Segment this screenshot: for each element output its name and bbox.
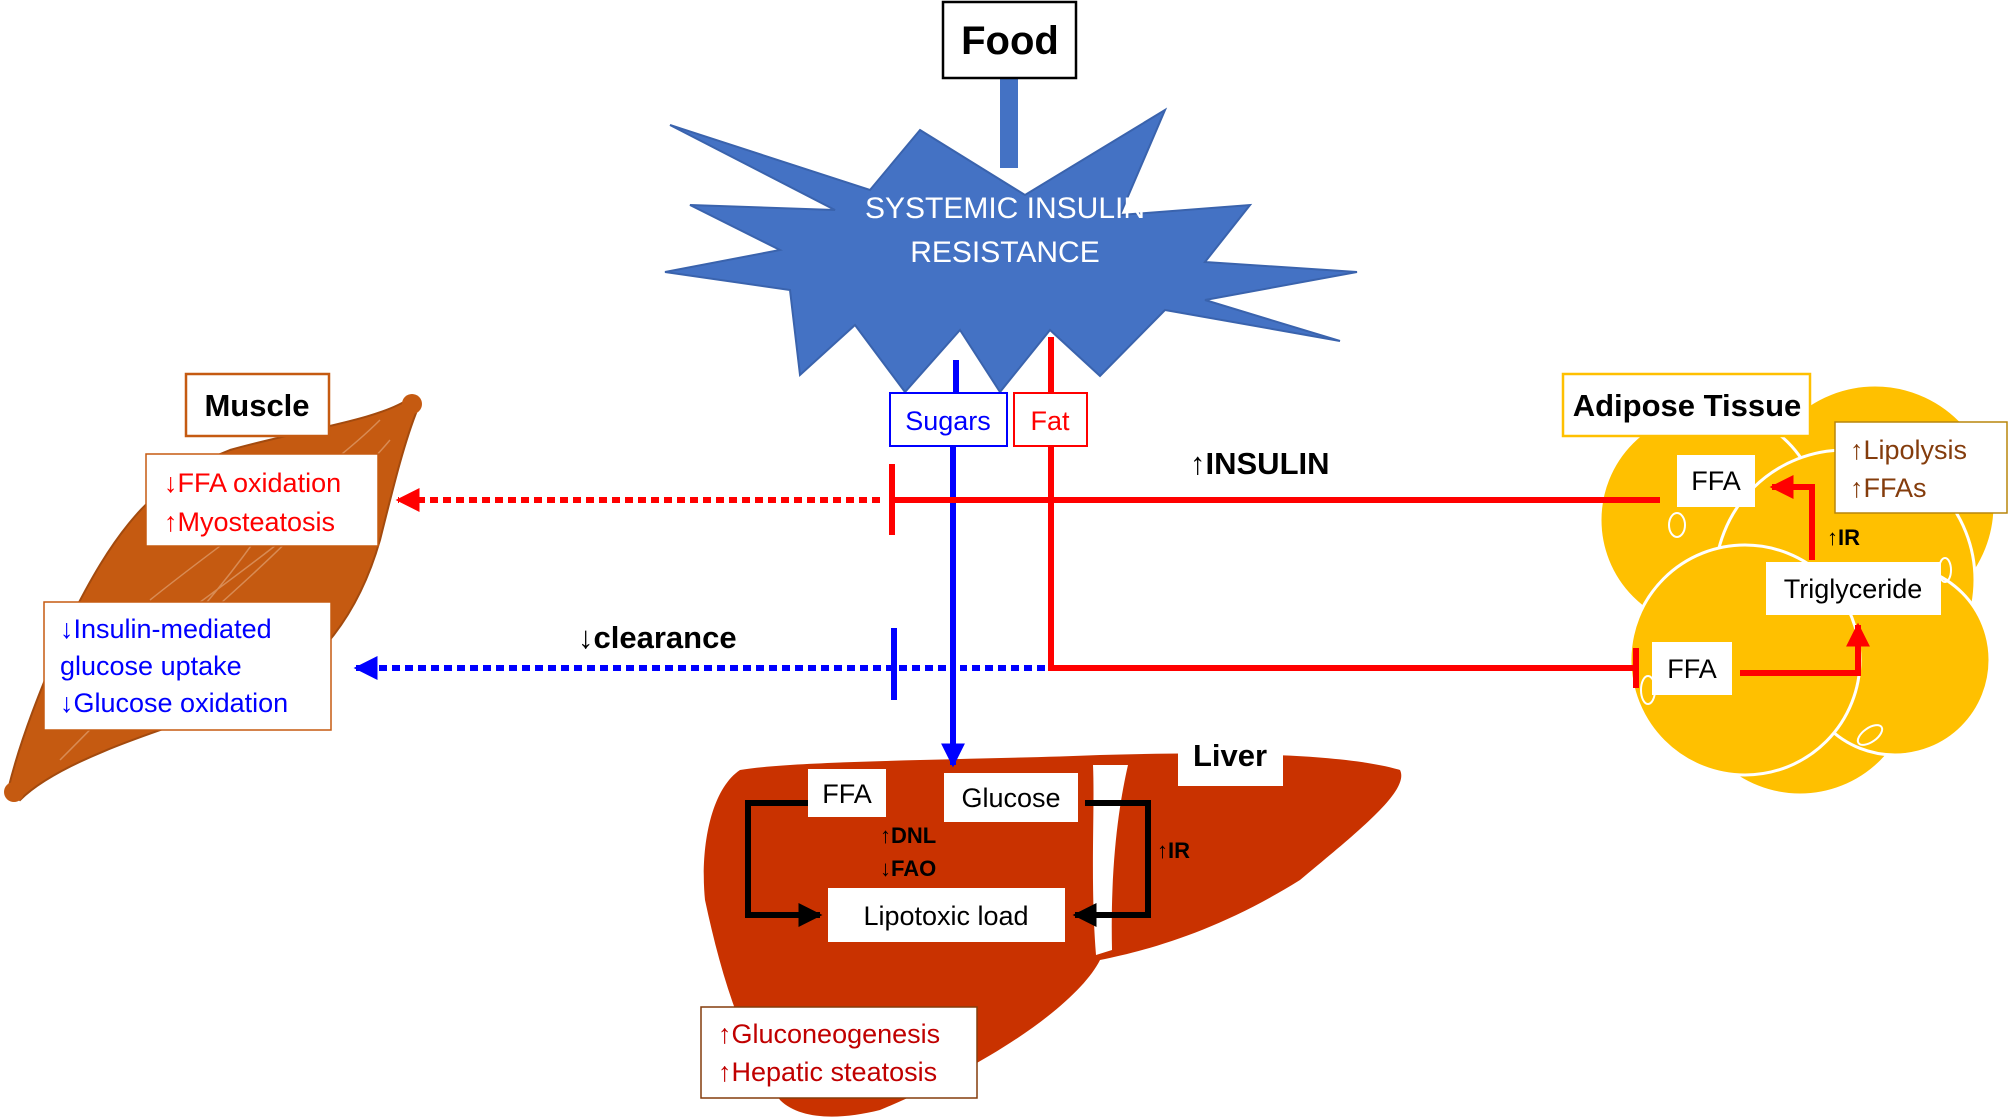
- muscle-glucose-box: [43, 601, 332, 731]
- muscle-myosteatosis: ↑Myosteatosis: [164, 507, 335, 537]
- muscle-title: Muscle: [204, 388, 309, 423]
- liver-ir: ↑IR: [1157, 838, 1190, 863]
- muscle-insulin-uptake-1: ↓Insulin-mediated: [60, 614, 272, 644]
- adipose-ffa-top: FFA: [1691, 466, 1741, 496]
- food-connector: [1000, 78, 1018, 168]
- liver-title-box: [1178, 724, 1283, 786]
- adipose-lipolysis: ↑Lipolysis: [1850, 435, 1967, 465]
- liver-ffa-box: [808, 769, 886, 817]
- liver-fao: ↓FAO: [880, 856, 936, 881]
- muscle-insulin-uptake-2: glucose uptake: [60, 651, 242, 681]
- adipose-ffas: ↑FFAs: [1850, 473, 1927, 503]
- fat-line: [1048, 445, 1180, 671]
- muscle-ffa-oxidation: ↓FFA oxidation: [164, 468, 341, 498]
- food-label: Food: [961, 19, 1059, 63]
- adipose-title-box: [1561, 372, 1812, 438]
- adipose-tg-to-ffa-arrow: [1769, 475, 1815, 560]
- lipotoxic-box: [828, 888, 1065, 942]
- fat-label: Fat: [1030, 406, 1070, 436]
- liver-glucose-arrow: [1072, 800, 1151, 927]
- systemic-line2: RESISTANCE: [910, 236, 1099, 269]
- liver-effects-box: [700, 1006, 978, 1099]
- food-box: [941, 0, 1078, 80]
- adipose-ffa-bottom-box: [1652, 642, 1732, 695]
- liver-glucose: Glucose: [961, 783, 1060, 813]
- adipose-triglyceride: Triglyceride: [1784, 574, 1923, 604]
- liver-title: Liver: [1193, 738, 1267, 773]
- sugars-label: Sugars: [905, 406, 991, 436]
- sugars-box: [889, 392, 1008, 447]
- insulin-label: ↑INSULIN: [1190, 446, 1330, 481]
- muscle-ffa-box: [145, 453, 379, 547]
- clearance-label: ↓clearance: [578, 620, 737, 655]
- liver-steatosis: ↑Hepatic steatosis: [718, 1057, 937, 1087]
- liver-ffa-arrow: [745, 800, 823, 927]
- systemic-line1: SYSTEMIC INSULIN: [865, 192, 1145, 225]
- liver-gluconeogenesis: ↑Gluconeogenesis: [718, 1019, 940, 1049]
- liver-lipotoxic: Lipotoxic load: [863, 901, 1028, 931]
- fat-box: [1013, 392, 1088, 447]
- triglyceride-box: [1766, 562, 1941, 615]
- liver-ffa: FFA: [822, 779, 872, 809]
- adipose-ir: ↑IR: [1827, 525, 1860, 550]
- adipose-lipolysis-box: [1834, 421, 2008, 514]
- adipose-ffa-bottom: FFA: [1667, 654, 1717, 684]
- adipose-ffa-to-tg-arrow: [1740, 622, 1870, 676]
- liver-dnl: ↑DNL: [880, 823, 936, 848]
- muscle-glucose-oxidation: ↓Glucose oxidation: [60, 688, 288, 718]
- adipose-title: Adipose Tissue: [1573, 388, 1802, 423]
- adipose-ffa-top-box: [1677, 455, 1755, 507]
- liver-glucose-box: [944, 773, 1078, 822]
- muscle-title-box: [184, 372, 331, 438]
